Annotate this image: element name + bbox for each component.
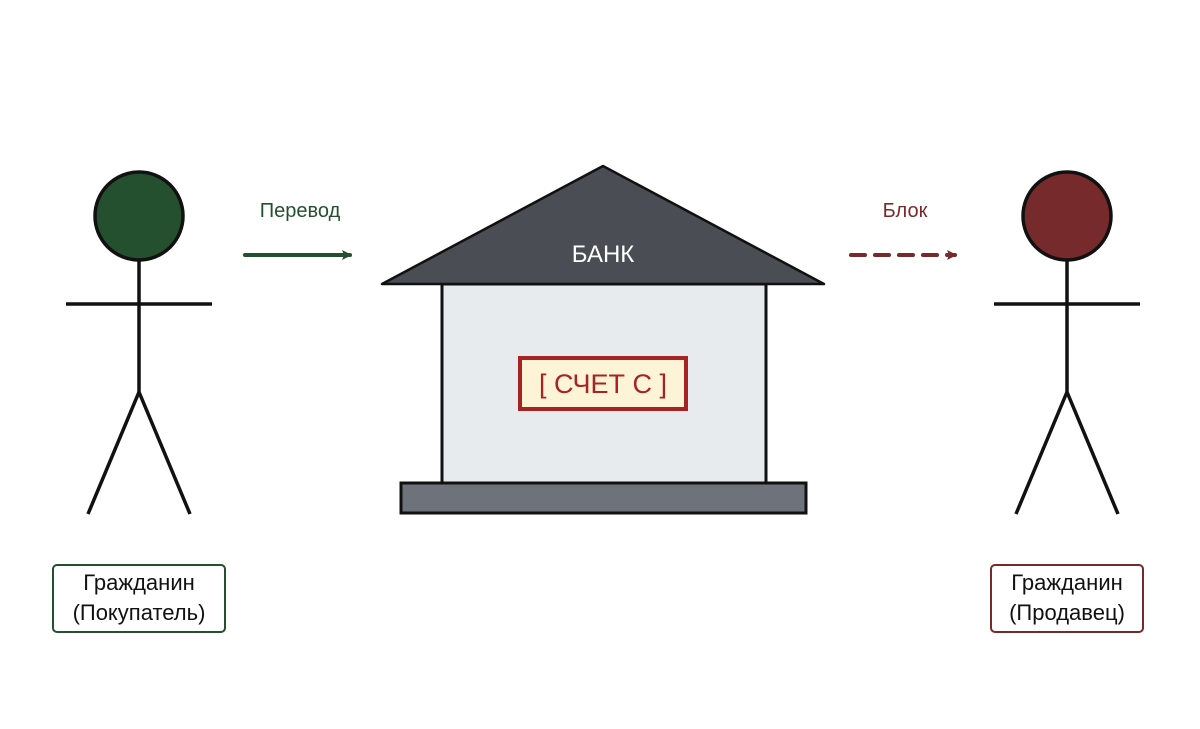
buyer-figure <box>66 170 212 515</box>
seller-figure <box>994 170 1140 515</box>
block-label: Блок <box>883 200 928 222</box>
buyer-label-line2: (Покупатель) <box>72 600 206 625</box>
transfer-arrow: Перевод <box>243 200 352 260</box>
seller-right-leg <box>1065 391 1120 515</box>
account-box <box>518 356 688 411</box>
seller-label-line2: (Продавец) <box>1009 600 1125 625</box>
bank-title: БАНК <box>572 241 635 268</box>
buyer-right-leg <box>137 391 192 515</box>
buyer-head <box>93 170 185 262</box>
bank-roof <box>380 164 826 286</box>
bank: БАНК [ СЧЕТ С ] <box>380 164 826 515</box>
seller-left-leg <box>1014 391 1069 515</box>
buyer-left-leg <box>86 391 141 515</box>
bank-foundation <box>399 481 808 515</box>
block-arrow: Блок <box>849 200 957 260</box>
seller-label-box: Гражданин (Продавец) <box>990 564 1144 633</box>
seller-head <box>1021 170 1113 262</box>
seller-label-line1: Гражданин <box>1011 570 1123 595</box>
transfer-label: Перевод <box>260 200 341 222</box>
buyer-label-line1: Гражданин <box>83 570 195 595</box>
buyer-label-box: Гражданин (Покупатель) <box>52 564 226 633</box>
account-label: [ СЧЕТ С ] <box>539 369 667 399</box>
